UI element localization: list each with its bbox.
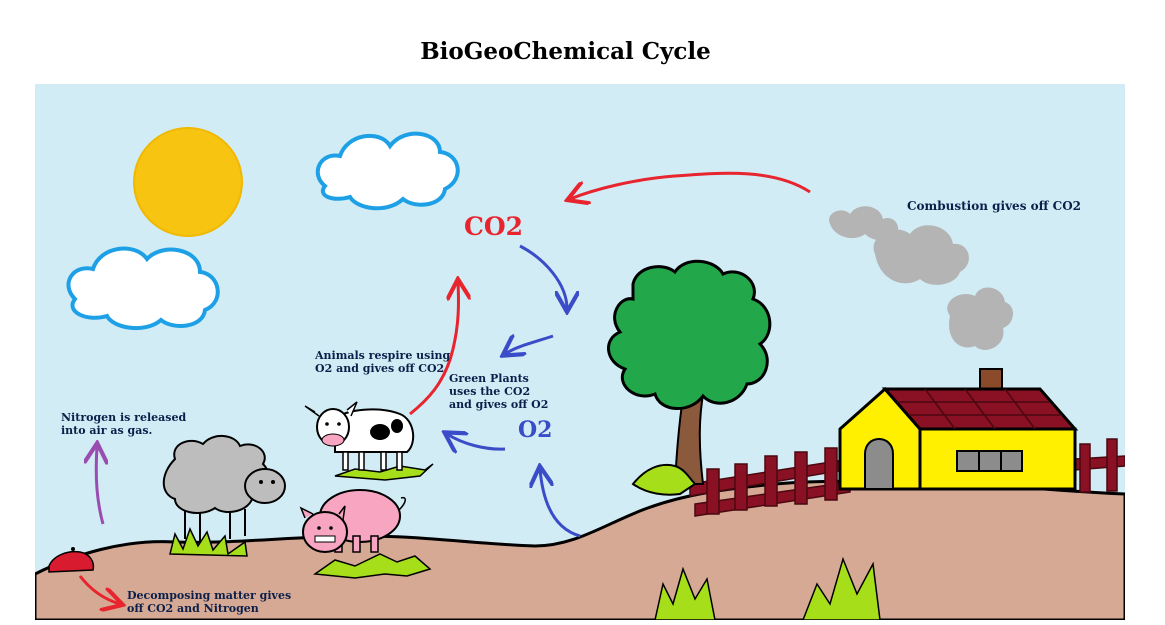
nitrogen-label-line2: into air as gas. xyxy=(61,424,153,437)
animals-label-line1: Animals respire using xyxy=(315,349,451,362)
grass xyxy=(169,463,881,620)
pig xyxy=(299,489,406,553)
nitrogen-label: Nitrogen is released into air as gas. xyxy=(61,411,186,437)
tree-leaves xyxy=(607,259,772,410)
co2-to-plant-arrow xyxy=(519,244,567,309)
window xyxy=(956,450,1023,472)
plants-label-line1: Green Plants xyxy=(449,372,529,385)
co2-label: CO2 xyxy=(464,212,524,241)
o2-to-animals-arrow xyxy=(447,434,506,449)
animals-co2-arrow xyxy=(409,282,458,416)
nitrogen-label-line1: Nitrogen is released xyxy=(61,411,187,424)
fence xyxy=(689,438,1125,517)
smoke xyxy=(829,206,1014,350)
plants-label-line3: and gives off O2 xyxy=(449,398,549,411)
page-title: BioGeoChemical Cycle xyxy=(420,38,711,65)
animals-label: Animals respire using O2 and gives off C… xyxy=(315,349,450,375)
animals-label-line2: O2 and gives off CO2 xyxy=(315,362,445,375)
cow xyxy=(304,401,415,471)
decompose-label: Decomposing matter gives off CO2 and Nit… xyxy=(127,589,291,615)
decompose-label-line2: off CO2 and Nitrogen xyxy=(127,602,259,615)
decompose-label-line1: Decomposing matter gives xyxy=(127,589,292,602)
combustion-label: Combustion gives off CO2 xyxy=(907,199,1082,213)
cycle-illustration xyxy=(35,84,1125,620)
tree xyxy=(607,259,772,496)
plants-label: Green Plants uses the CO2 and gives off … xyxy=(449,372,548,411)
door xyxy=(864,438,894,490)
house xyxy=(838,368,1079,491)
nitrogen-arrow xyxy=(96,446,103,525)
o2-label: O2 xyxy=(518,417,553,443)
plant-o2-arrow-upper xyxy=(505,336,554,354)
plants-label-line2: uses the CO2 xyxy=(449,385,531,398)
cloud-lower xyxy=(66,246,220,331)
decomposing-organism xyxy=(48,547,95,573)
sun xyxy=(133,127,243,237)
cloud-upper xyxy=(315,131,460,211)
combustion-co2-arrow xyxy=(570,171,811,199)
sheep xyxy=(162,435,286,542)
decompose-arrow xyxy=(78,575,120,604)
ground-to-o2-arrow xyxy=(540,469,581,538)
